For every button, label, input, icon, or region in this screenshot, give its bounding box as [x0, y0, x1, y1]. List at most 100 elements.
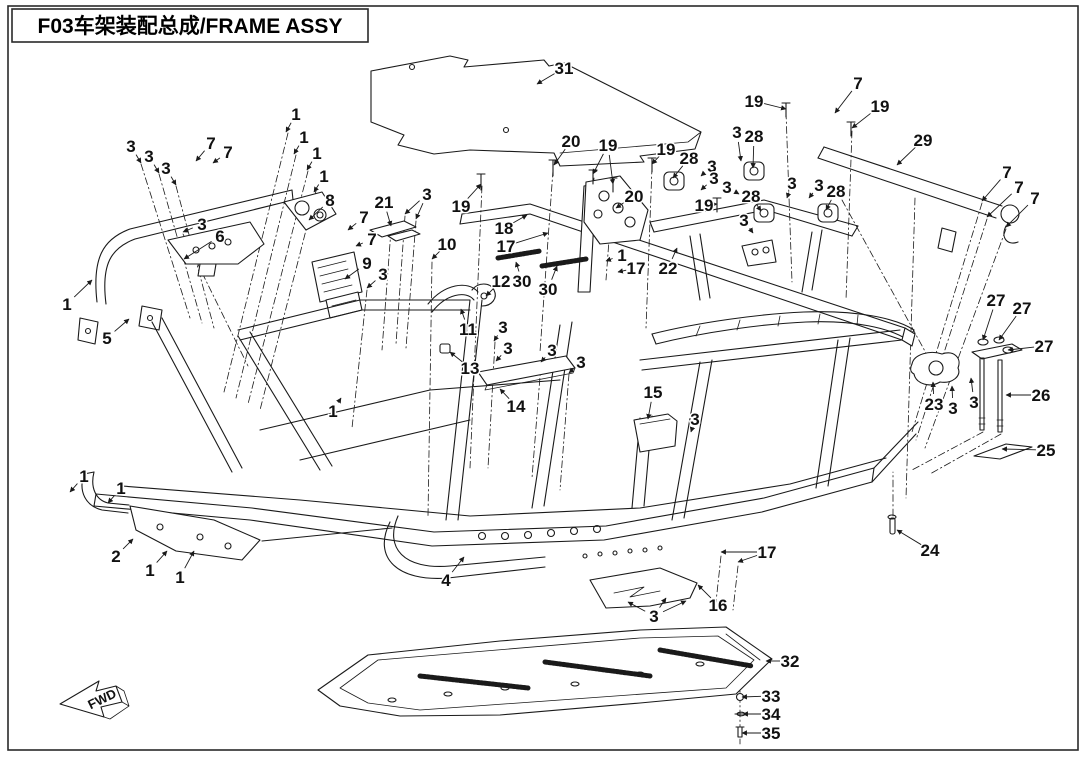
frame-line-art — [77, 55, 1033, 745]
middle-parts — [427, 248, 698, 609]
callout-3: 3 — [786, 173, 798, 199]
callout-17: 17 — [617, 258, 647, 280]
callout-7: 7 — [834, 73, 864, 114]
callout-number: 3 — [126, 137, 135, 156]
callout-number: 22 — [659, 259, 678, 278]
roof-panel-part-31 — [370, 55, 702, 167]
callout-number: 31 — [555, 59, 574, 78]
leader-line — [747, 227, 754, 234]
leader-line — [617, 268, 627, 274]
callout-number: 3 — [649, 607, 658, 626]
callout-number: 1 — [175, 568, 184, 587]
callout-number: 34 — [762, 705, 781, 724]
callout-number: 7 — [206, 134, 215, 153]
leader-line — [313, 184, 320, 193]
leader-line — [662, 600, 687, 613]
leader-line — [347, 222, 357, 231]
callout-number: 3 — [690, 410, 699, 429]
leader-line — [1005, 204, 1029, 228]
callout-19: 19 — [450, 183, 482, 218]
callout-number: 3 — [732, 123, 741, 142]
callout-number: 1 — [116, 479, 125, 498]
leader-line — [336, 397, 342, 404]
callout-number: 17 — [627, 259, 646, 278]
callout-3: 3 — [738, 210, 754, 234]
callout-number: 3 — [161, 159, 170, 178]
callout-3: 3 — [968, 377, 980, 414]
callout-number: 7 — [359, 208, 368, 227]
callout-number: 3 — [814, 176, 823, 195]
callout-number: 3 — [547, 341, 556, 360]
callout-number: 1 — [617, 246, 626, 265]
callout-number: 1 — [299, 128, 308, 147]
leader-line — [981, 309, 994, 341]
callout-3: 3 — [125, 136, 142, 164]
callout-3: 3 — [808, 175, 825, 199]
leader-line — [386, 211, 393, 227]
callout-number: 3 — [576, 353, 585, 372]
leader-line — [156, 550, 168, 563]
callout-number: 15 — [644, 383, 663, 402]
callout-18: 18 — [493, 214, 528, 240]
leader-line — [135, 154, 142, 164]
callout-number: 7 — [1030, 189, 1039, 208]
leader-line — [763, 102, 787, 111]
callout-3: 3 — [689, 409, 701, 433]
title-box: F03车架装配总成/FRAME ASSY — [11, 8, 369, 43]
callout-22: 22 — [657, 247, 679, 280]
callout-3: 3 — [143, 146, 160, 174]
callout-number: 9 — [362, 254, 371, 273]
leader-line — [467, 183, 482, 199]
callout-number: 27 — [1013, 299, 1032, 318]
callout-number: 6 — [215, 227, 224, 246]
callout-number: 3 — [709, 169, 718, 188]
leader-line — [515, 231, 549, 244]
leader-line — [896, 529, 922, 546]
leader-line — [107, 495, 115, 504]
callout-7: 7 — [1005, 188, 1041, 228]
leader-line — [1007, 346, 1035, 353]
callout-number: 1 — [319, 167, 328, 186]
callout-7: 7 — [195, 133, 217, 162]
callout-number: 19 — [657, 140, 676, 159]
callout-7: 7 — [212, 142, 234, 164]
leader-line — [671, 247, 678, 260]
leader-line — [183, 241, 212, 260]
callout-28: 28 — [672, 148, 700, 179]
callout-3: 3 — [568, 352, 587, 374]
callout-3: 3 — [700, 156, 718, 178]
callout-number: 19 — [695, 196, 714, 215]
callout-number: 26 — [1032, 386, 1051, 405]
callout-number: 3 — [503, 339, 512, 358]
leader-line — [512, 214, 528, 224]
leader-line — [514, 261, 521, 272]
callout-number: 29 — [914, 131, 933, 150]
callout-3: 3 — [947, 385, 959, 420]
callout-17: 17 — [495, 231, 549, 258]
callout-6: 6 — [183, 226, 226, 260]
callout-3: 3 — [160, 158, 177, 186]
callout-1: 1 — [285, 104, 302, 133]
leader-line — [404, 200, 420, 215]
callout-number: 3 — [498, 318, 507, 337]
callout-number: 1 — [328, 402, 337, 421]
callout-26: 26 — [1005, 385, 1052, 407]
callout-number: 3 — [422, 185, 431, 204]
callout-number: 14 — [507, 397, 526, 416]
callout-number: 12 — [492, 272, 511, 291]
crossbar-part-18 — [459, 175, 916, 347]
callout-20: 20 — [615, 186, 645, 209]
callout-number: 16 — [709, 596, 728, 615]
callout-number: 27 — [987, 291, 1006, 310]
callout-number: 10 — [438, 235, 457, 254]
leader-line — [651, 156, 660, 165]
callout-number: 33 — [762, 687, 781, 706]
leader-line — [592, 153, 604, 175]
callout-1: 1 — [293, 127, 310, 155]
callout-number: 25 — [1037, 441, 1056, 460]
callout-15: 15 — [642, 382, 664, 420]
callout-5: 5 — [101, 318, 130, 350]
callout-number: 17 — [497, 237, 516, 256]
fwd-arrow — [59, 680, 130, 720]
callout-28: 28 — [825, 181, 847, 211]
